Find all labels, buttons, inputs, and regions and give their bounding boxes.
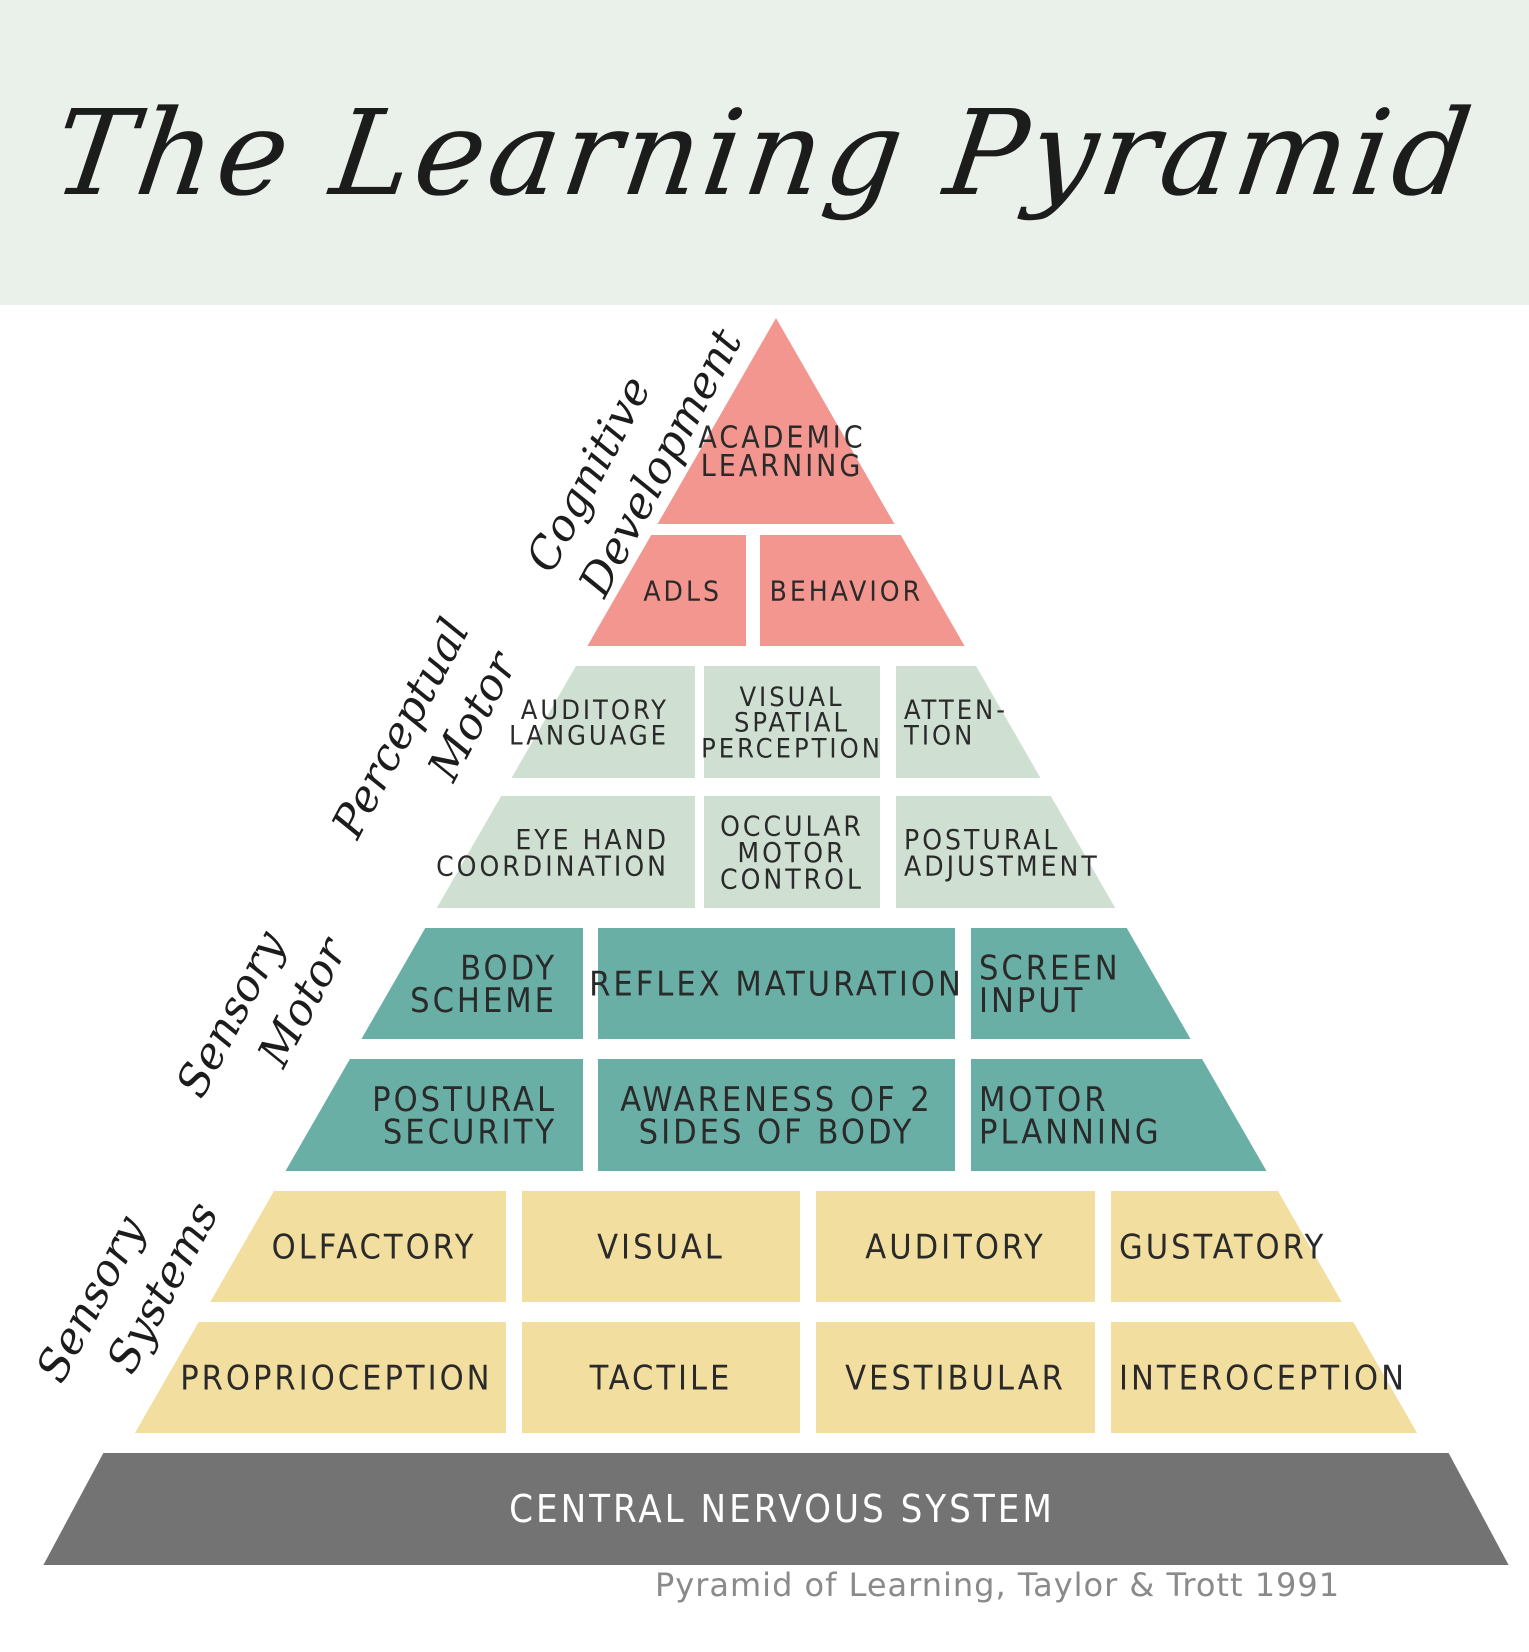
pyramid-cell (704, 796, 880, 908)
cell-label: REFLEX MATURATION (589, 965, 964, 1005)
cell-label: VESTIBULAR (845, 1359, 1066, 1399)
cell-label: OLFACTORY (272, 1228, 477, 1268)
pyramid-cell (210, 1191, 506, 1302)
pyramid-cell (522, 1322, 800, 1433)
pyramid-cell (971, 1059, 1267, 1171)
cell-label: TACTILE (589, 1359, 733, 1399)
pyramid-cell (896, 666, 1041, 778)
citation: Pyramid of Learning, Taylor & Trott 1991 (655, 1566, 1341, 1604)
pyramid-cell (760, 535, 965, 646)
pyramid-cell (704, 666, 880, 778)
pyramid-cell (598, 1059, 955, 1171)
cell-label: BEHAVIOR (770, 575, 924, 608)
cell-label: ADLS (643, 575, 722, 608)
cell-label: INTEROCEPTION (1119, 1359, 1407, 1399)
pyramid-base (43, 1453, 1509, 1565)
pyramid-cell (361, 928, 583, 1039)
pyramid-cell (816, 1191, 1095, 1302)
pyramid-cell (134, 1322, 506, 1433)
pyramid-cell (522, 1191, 800, 1302)
pyramid-cell (436, 796, 695, 908)
cell-label: AUDITORY (865, 1228, 1045, 1268)
level-sensory-systems: OLFACTORY VISUAL AUDITORY GUSTATORY PROPRIOC… (134, 1191, 1418, 1433)
cell-label: ATTEN-TION (903, 695, 1008, 752)
level-central-nervous-system: CENTRAL NERVOUS SYSTEM (43, 1453, 1509, 1565)
pyramid-cell (511, 666, 695, 778)
pyramid-cell (971, 928, 1191, 1039)
pyramid-cell (587, 535, 746, 646)
cell-label: VISUAL (597, 1228, 725, 1268)
cell-label: PROPRIOCEPTION (180, 1359, 492, 1399)
pyramid-cell (1111, 1322, 1418, 1433)
pyramid-cell (657, 318, 895, 524)
base-label: CENTRAL NERVOUS SYSTEM (509, 1487, 1055, 1531)
title-banner (0, 0, 1529, 305)
pyramid-cell (598, 928, 955, 1039)
pyramid-cell (816, 1322, 1095, 1433)
cell-label: GUSTATORY (1119, 1228, 1326, 1268)
pyramid-cell (896, 796, 1116, 908)
pyramid-cell (1111, 1191, 1342, 1302)
pyramid-cell (285, 1059, 583, 1171)
